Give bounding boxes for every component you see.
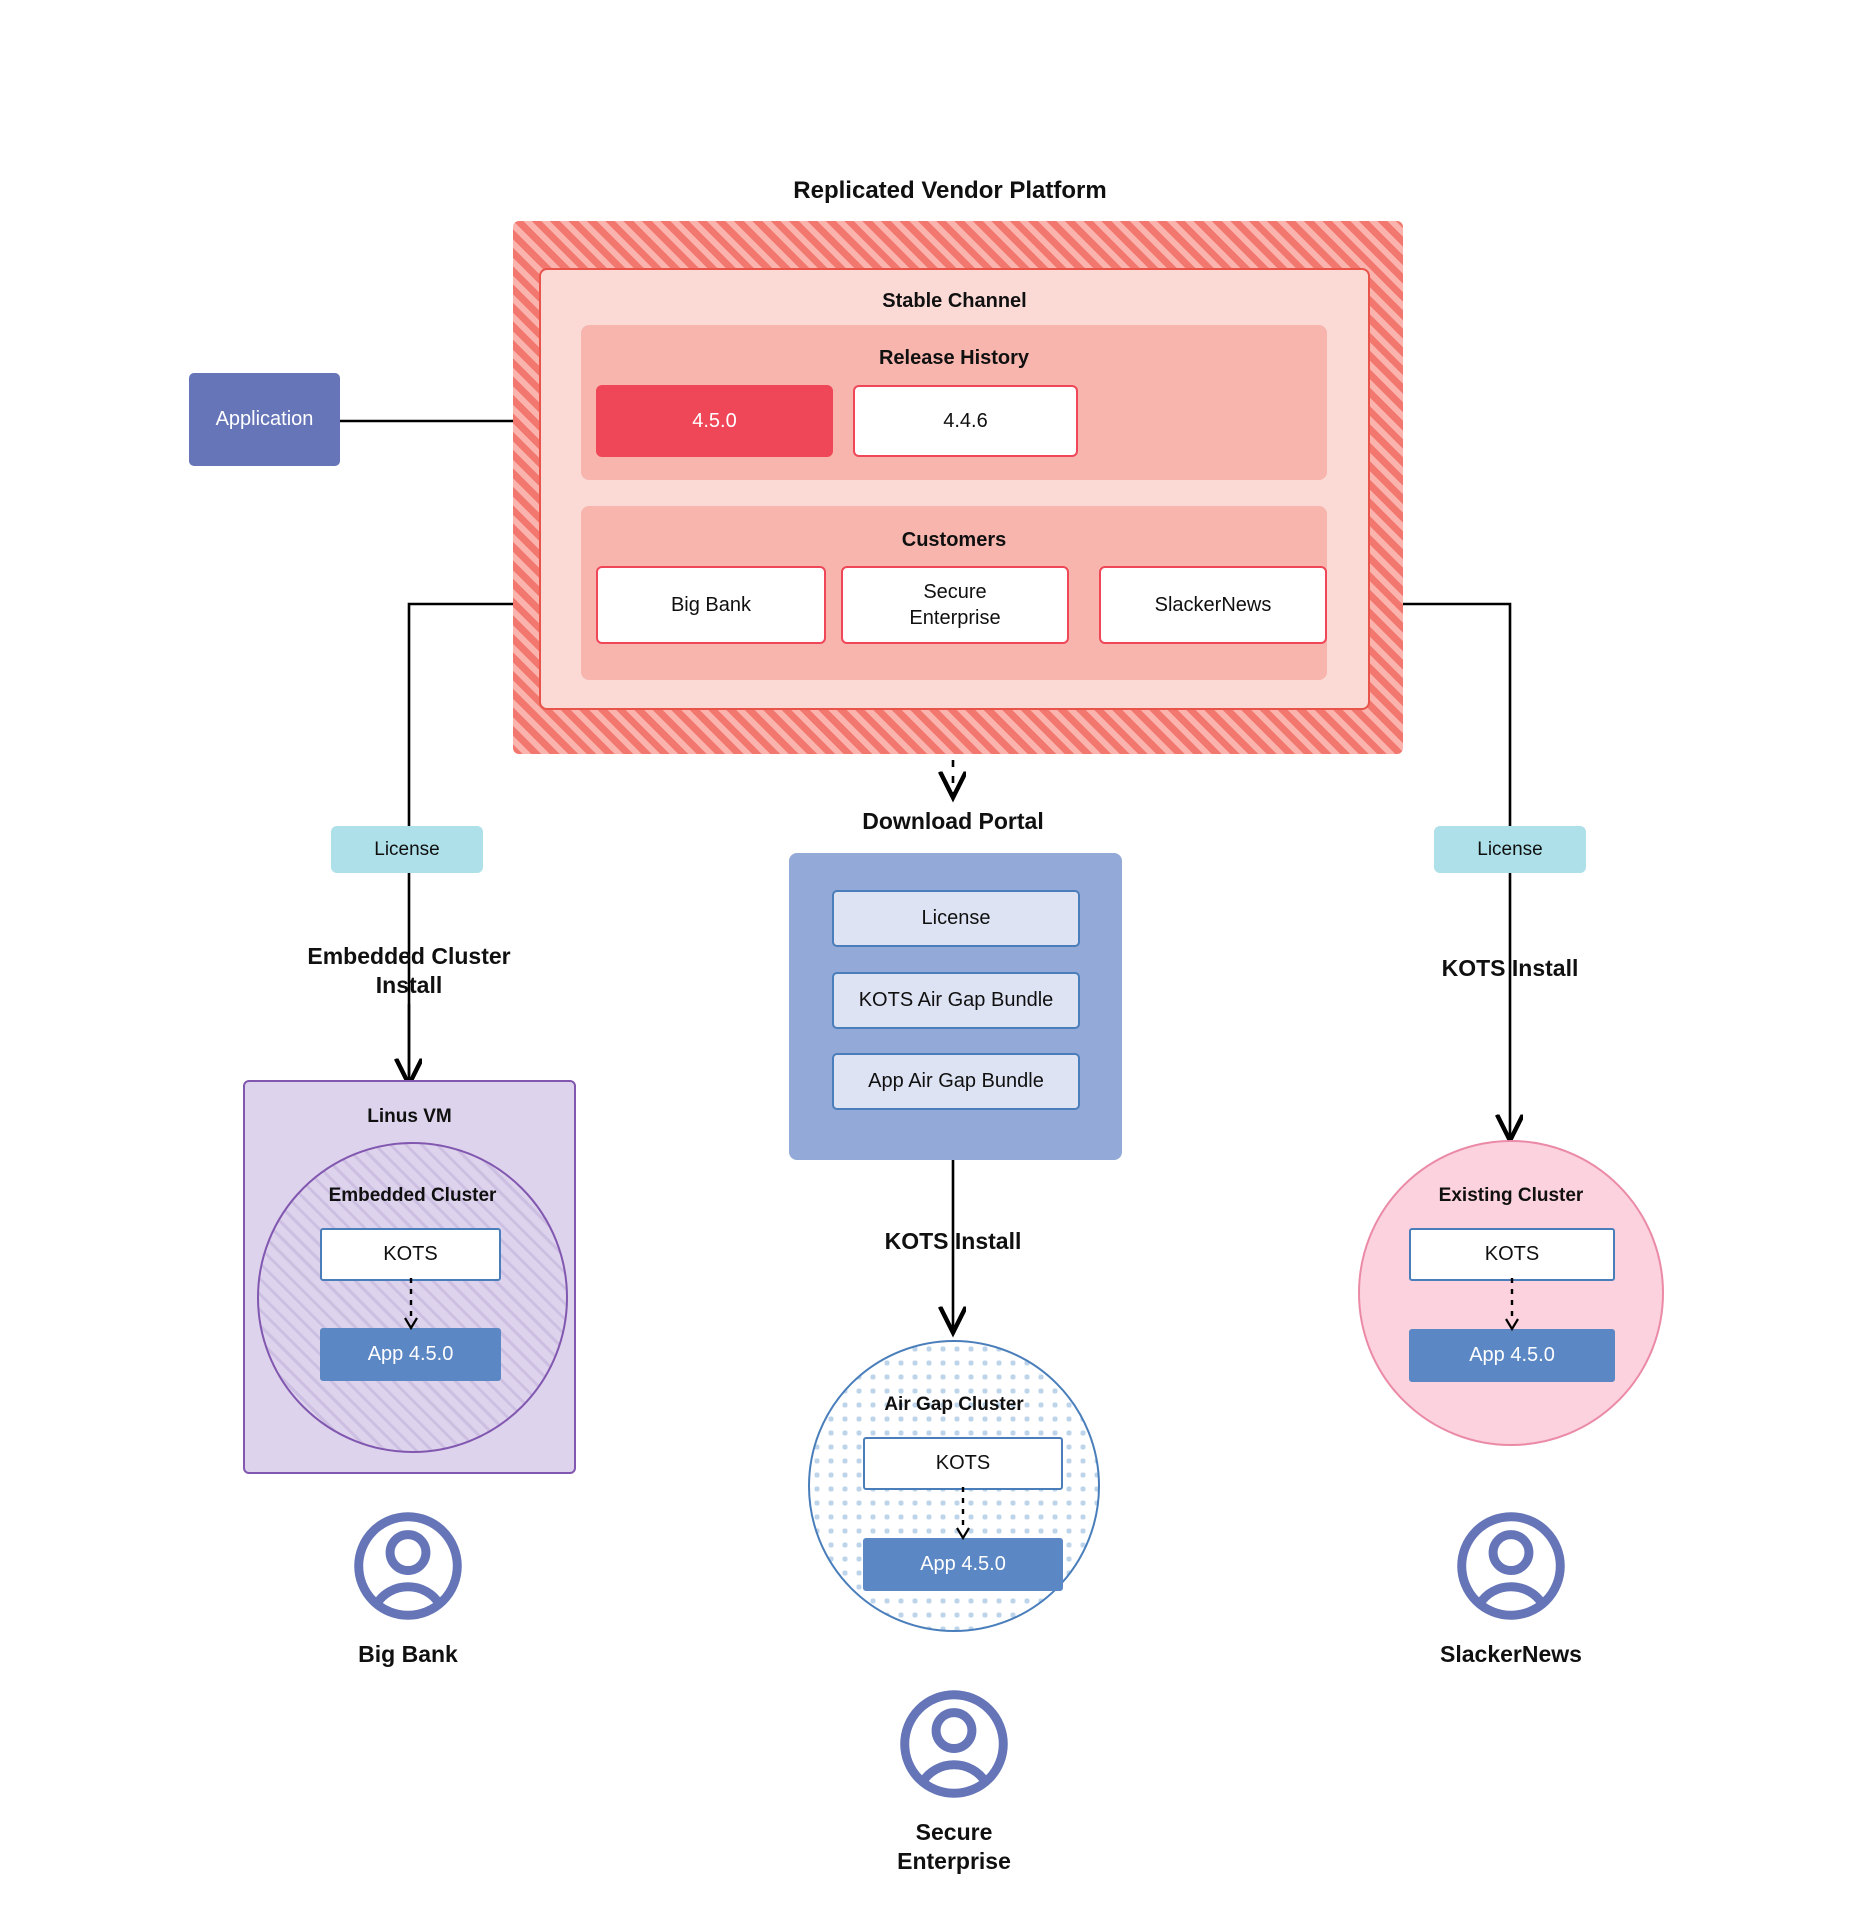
existing-kots-box[interactable]: KOTS (1409, 1228, 1615, 1281)
download-portal-title: Download Portal (862, 807, 1044, 834)
customer-label-slackernews: SlackerNews (1440, 1641, 1582, 1667)
existing-kots-to-app-arrow (1505, 1278, 1519, 1332)
portal-item-license[interactable]: License (832, 890, 1080, 947)
customer-label-secure-enterprise: Secure Enterprise (897, 1819, 1011, 1874)
embedded-cluster-title: Embedded Cluster (328, 1185, 497, 1206)
customer-card-big-bank[interactable]: Big Bank (596, 566, 826, 644)
release-history-title: Release History (878, 346, 1030, 369)
release-item-previous[interactable]: 4.4.6 (853, 385, 1078, 457)
customer-label-big-bank: Big Bank (358, 1641, 458, 1667)
license-pill-right[interactable]: License (1434, 826, 1586, 873)
airgap-kots-box[interactable]: KOTS (863, 1437, 1063, 1490)
user-avatar-icon-big-bank (354, 1512, 462, 1620)
airgap-kots-to-app-arrow (956, 1487, 970, 1541)
center-kots-install-label: KOTS Install (884, 1227, 1022, 1254)
stable-channel-title: Stable Channel (882, 289, 1027, 312)
embedded-app-box[interactable]: App 4.5.0 (320, 1328, 501, 1381)
embedded-kots-box[interactable]: KOTS (320, 1228, 501, 1281)
customers-title: Customers (901, 528, 1007, 551)
portal-item-app-air-gap-bundle[interactable]: App Air Gap Bundle (832, 1053, 1080, 1110)
customer-card-secure-enterprise[interactable]: Secure Enterprise (841, 566, 1069, 644)
right-kots-install-label: KOTS Install (1441, 954, 1579, 981)
license-pill-left[interactable]: License (331, 826, 483, 873)
application-node[interactable]: Application (189, 373, 340, 466)
existing-app-box[interactable]: App 4.5.0 (1409, 1329, 1615, 1382)
portal-item-kots-air-gap-bundle[interactable]: KOTS Air Gap Bundle (832, 972, 1080, 1029)
airgap-app-box[interactable]: App 4.5.0 (863, 1538, 1063, 1591)
platform-title: Replicated Vendor Platform (793, 177, 1107, 204)
release-item-current[interactable]: 4.5.0 (596, 385, 833, 457)
customer-card-slackernews[interactable]: SlackerNews (1099, 566, 1327, 644)
embedded-cluster-install-label: Embedded Cluster Install (307, 943, 511, 998)
embedded-kots-to-app-arrow (404, 1278, 418, 1331)
user-avatar-icon-slackernews (1457, 1512, 1565, 1620)
air-gap-cluster-title: Air Gap Cluster (884, 1394, 1024, 1415)
embedded-cluster-circle (257, 1142, 568, 1453)
linus-vm-title: Linus VM (367, 1106, 452, 1127)
existing-cluster-title: Existing Cluster (1438, 1185, 1584, 1206)
user-avatar-icon-secure-enterprise (900, 1690, 1008, 1798)
